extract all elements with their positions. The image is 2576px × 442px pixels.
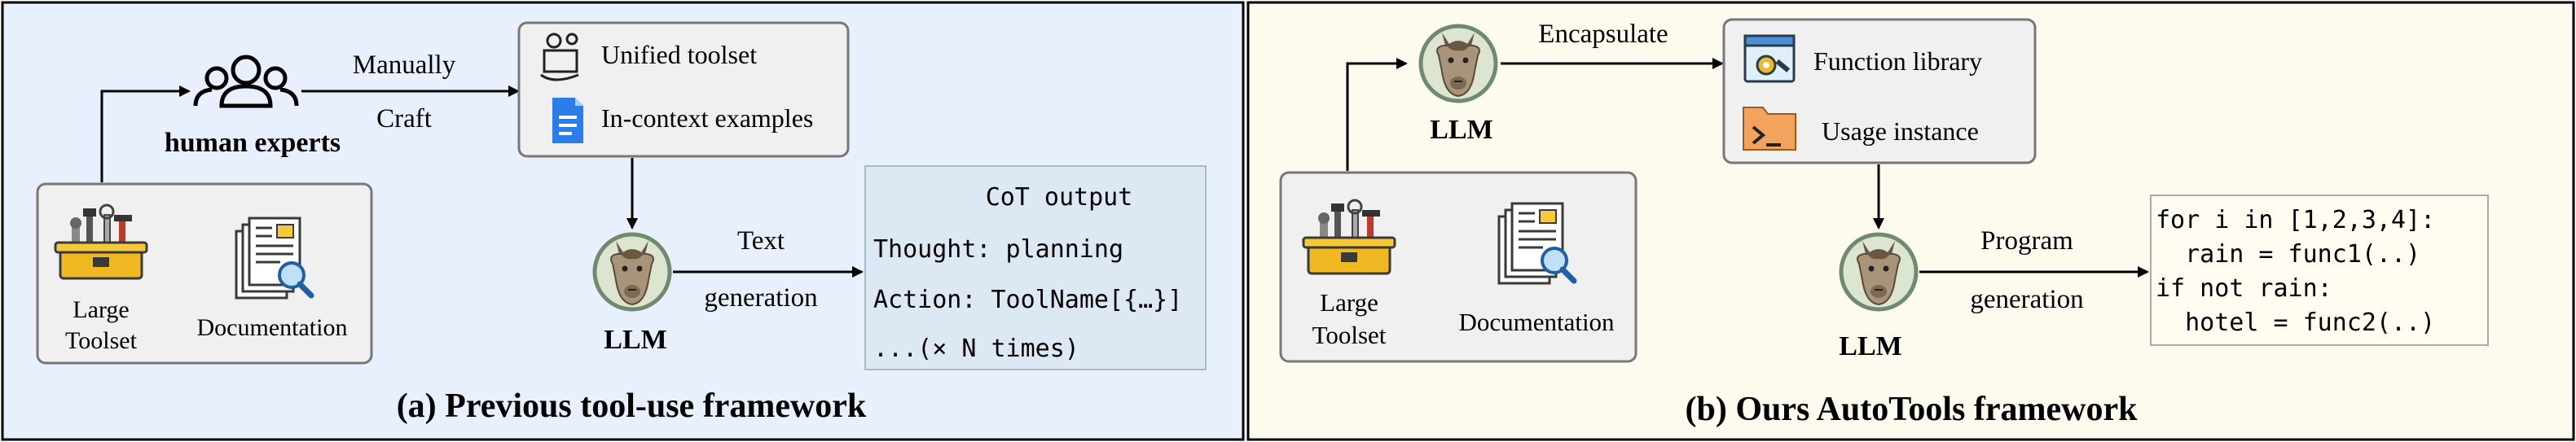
documentation-label-b: Documentation [1458,308,1615,336]
generation-label-a: generation [704,283,817,313]
large-toolset-line2-b: Toolset [1312,321,1387,349]
function-library-label: Function library [1813,46,1982,76]
code-line-if: if not rain: [2156,274,2332,303]
toolset-examples-box [517,21,850,158]
code-line-hotel: hotel = func2(..) [2156,309,2435,337]
cot-line-action: Action: ToolName[{…}] [873,286,1182,314]
function-library-icon [1743,34,1796,83]
cot-line-repeat: ...(× N times) [873,335,1079,363]
function-library-box [1722,18,2037,164]
panel-a-caption: (a) Previous tool-use framework [397,387,867,425]
in-context-examples-icon [552,98,583,143]
unified-toolset-label: Unified toolset [601,40,757,69]
large-toolset-line1-a: Large [73,296,129,323]
program-label: Program [1980,226,2073,256]
llm-llama-icon [595,234,670,309]
sources-to-llm-arrow [1346,58,1408,171]
sources-to-experts-arrow [100,85,191,182]
documentation-icon [236,218,311,298]
code-line-for: for i in [1,2,3,4]: [2156,206,2435,234]
code-line-rain: rain = func1(..) [2156,240,2420,269]
llm-top-label: LLM [1430,115,1492,145]
craft-label: Craft [376,104,432,133]
generation-label-b: generation [1970,285,2083,314]
llm-top-llama-icon [1421,26,1496,101]
documentation-label-a: Documentation [197,314,348,341]
text-label: Text [737,226,785,256]
code-output-box [2150,195,2489,346]
manually-label: Manually [353,50,456,80]
encapsulate-label: Encapsulate [1538,20,1668,49]
cot-output-title: CoT output [986,183,1133,212]
large-toolset-line1-b: Large [1320,288,1378,317]
unified-toolset-icon [540,33,579,81]
llm-label-a: LLM [604,325,666,355]
human-experts-label: human experts [165,128,341,158]
documentation-icon-b [1499,203,1574,283]
usage-instance-label: Usage instance [1822,116,1979,146]
large-toolset-line2-a: Toolset [65,327,138,354]
llm-bottom-llama-icon [1841,234,1916,309]
llm-bottom-label: LLM [1839,331,1901,361]
in-context-examples-label: In-context examples [601,103,813,133]
cot-output-box [864,165,1207,370]
usage-instance-icon [1743,107,1796,151]
cot-line-thought: Thought: planning [873,235,1123,264]
human-experts-icon [193,55,299,108]
panel-b-caption: (b) Ours AutoTools framework [1686,391,2139,428]
